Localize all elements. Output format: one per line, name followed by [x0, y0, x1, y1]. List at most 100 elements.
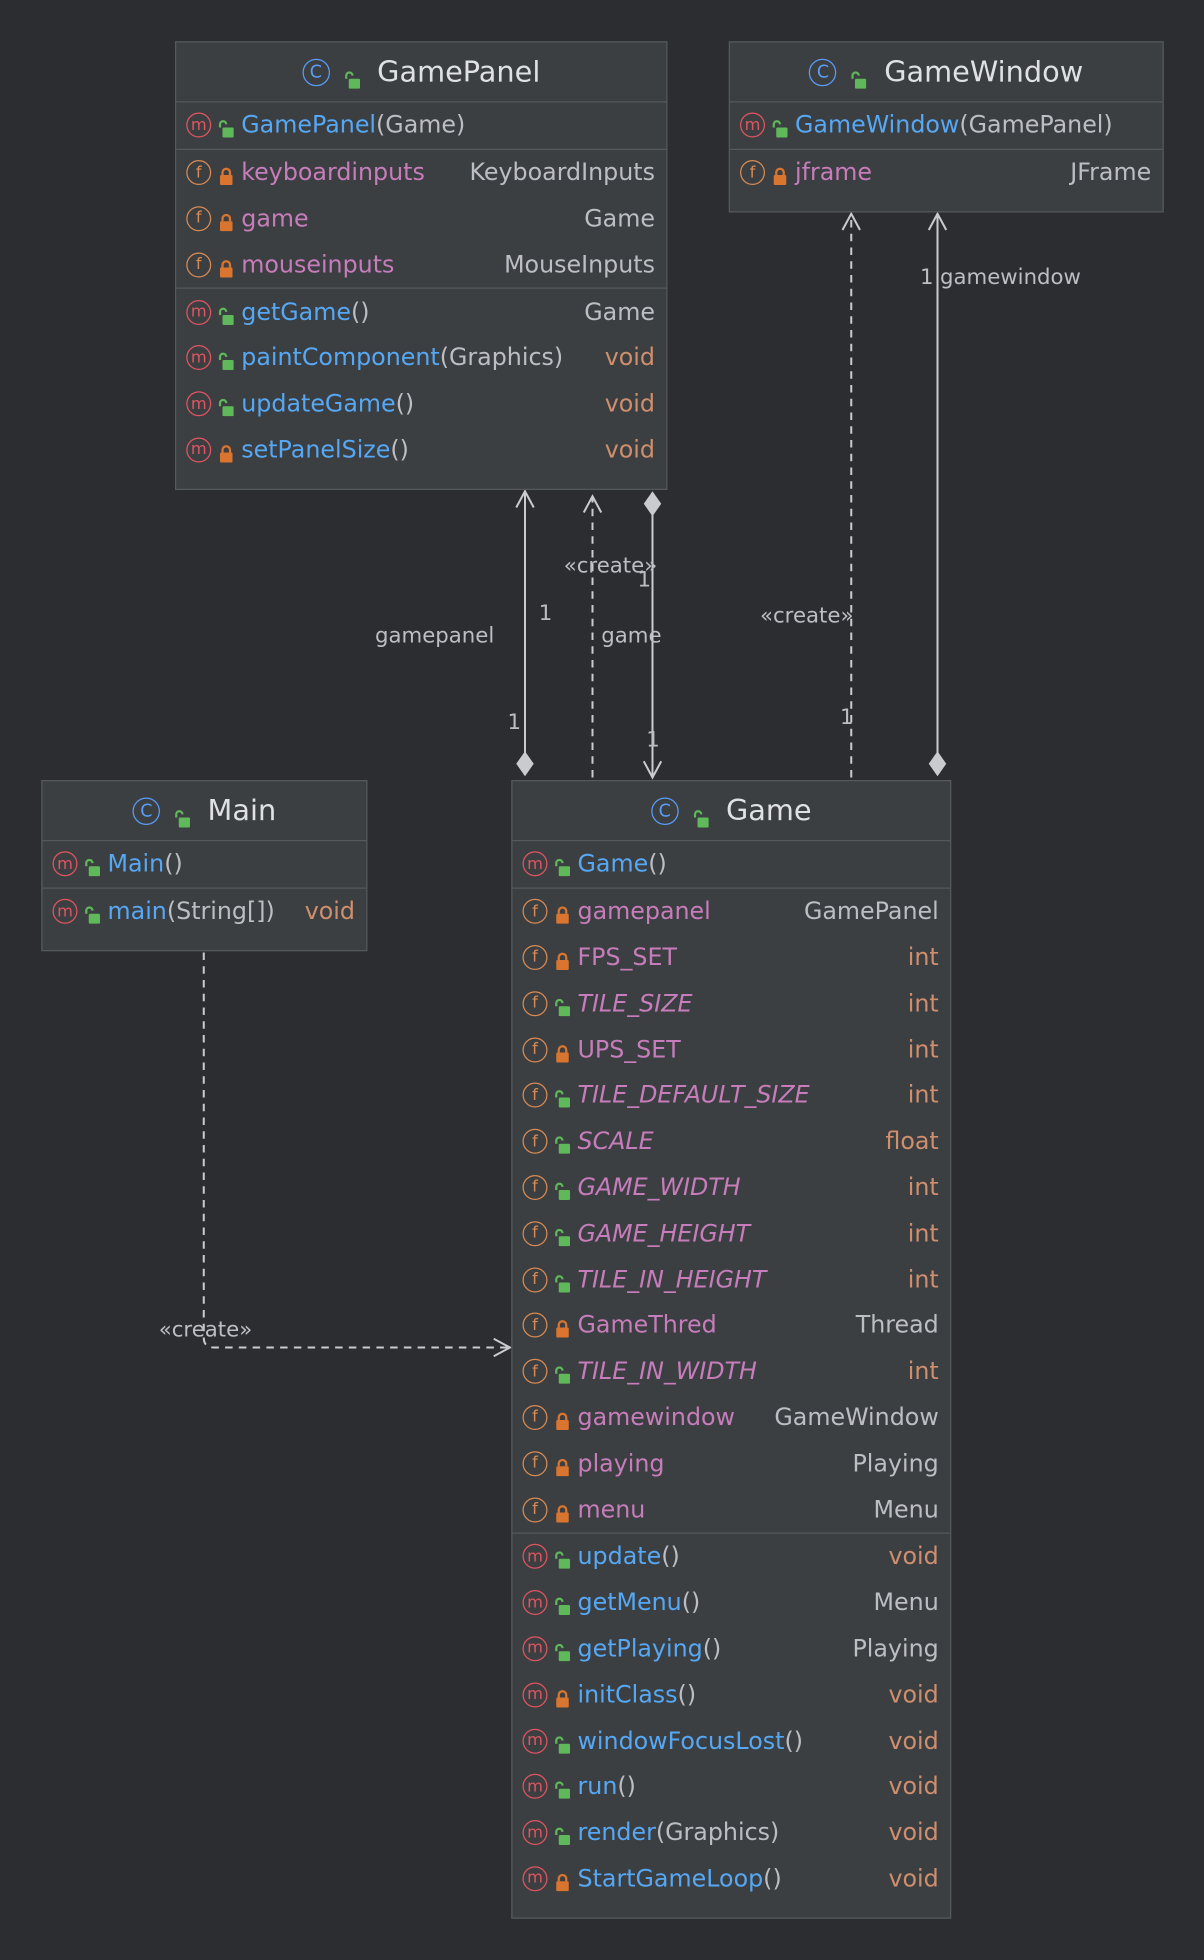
arrowhead-open-gamepanel	[515, 489, 535, 508]
member-type: void	[604, 436, 655, 464]
member-name: UPS_SET	[577, 1035, 681, 1064]
member-name: menu	[577, 1495, 646, 1524]
member-type: void	[888, 1726, 939, 1755]
field-icon: f	[186, 206, 212, 232]
member-type: Thread	[855, 1311, 939, 1340]
public-unlock-icon	[555, 1179, 570, 1200]
public-unlock-icon	[218, 395, 234, 417]
field-icon: f	[522, 1082, 548, 1108]
field-icon: f	[186, 160, 212, 186]
member-type: int	[907, 1219, 939, 1248]
member-name: setPanelSize	[241, 436, 391, 464]
edge-label-multiplicity: 1	[840, 705, 854, 730]
member-name: render	[577, 1818, 656, 1847]
member-name: Game	[577, 850, 649, 878]
class-title: Main	[207, 794, 277, 827]
public-unlock-icon	[555, 1087, 570, 1108]
method-icon: m	[186, 391, 212, 417]
field-icon: f	[522, 1450, 548, 1476]
method-icon: m	[522, 1544, 548, 1570]
field-icon: f	[522, 1174, 548, 1200]
public-unlock-icon	[555, 1271, 570, 1292]
member-name: main	[107, 897, 167, 926]
member-name: Main	[107, 850, 165, 878]
public-unlock-icon	[218, 349, 234, 371]
member-type: GameWindow	[774, 1403, 939, 1432]
method-icon: m	[522, 851, 548, 877]
field-icon: f	[522, 1404, 548, 1430]
private-lock-icon	[555, 1686, 570, 1708]
member-params: ()	[350, 298, 370, 326]
member-type: Game	[584, 298, 655, 326]
field-icon: f	[522, 1036, 548, 1062]
member-params: (String[])	[166, 897, 275, 926]
public-unlock-icon	[218, 303, 234, 325]
member-name: StartGameLoop	[577, 1864, 764, 1893]
member-params: ()	[164, 850, 183, 878]
method-icon: m	[522, 1866, 548, 1892]
member-name: TILE_IN_WIDTH	[577, 1357, 757, 1386]
public-unlock-icon	[555, 1778, 570, 1800]
composition-diamond-game	[643, 491, 662, 517]
public-unlock-icon	[85, 855, 100, 877]
method-icon: m	[522, 1774, 548, 1800]
public-unlock-icon	[555, 1133, 570, 1154]
member-type: void	[888, 1818, 939, 1847]
public-unlock-icon	[218, 117, 234, 138]
private-lock-icon	[773, 164, 788, 186]
member-type: float	[885, 1127, 939, 1156]
member-type: Menu	[873, 1495, 939, 1524]
class-icon: C	[650, 796, 679, 825]
member-type: Menu	[873, 1588, 939, 1617]
method-icon: m	[52, 898, 78, 924]
member-type: void	[888, 1864, 939, 1893]
private-lock-icon	[555, 1409, 570, 1430]
private-lock-icon	[219, 164, 234, 186]
member-name: SCALE	[577, 1127, 654, 1156]
